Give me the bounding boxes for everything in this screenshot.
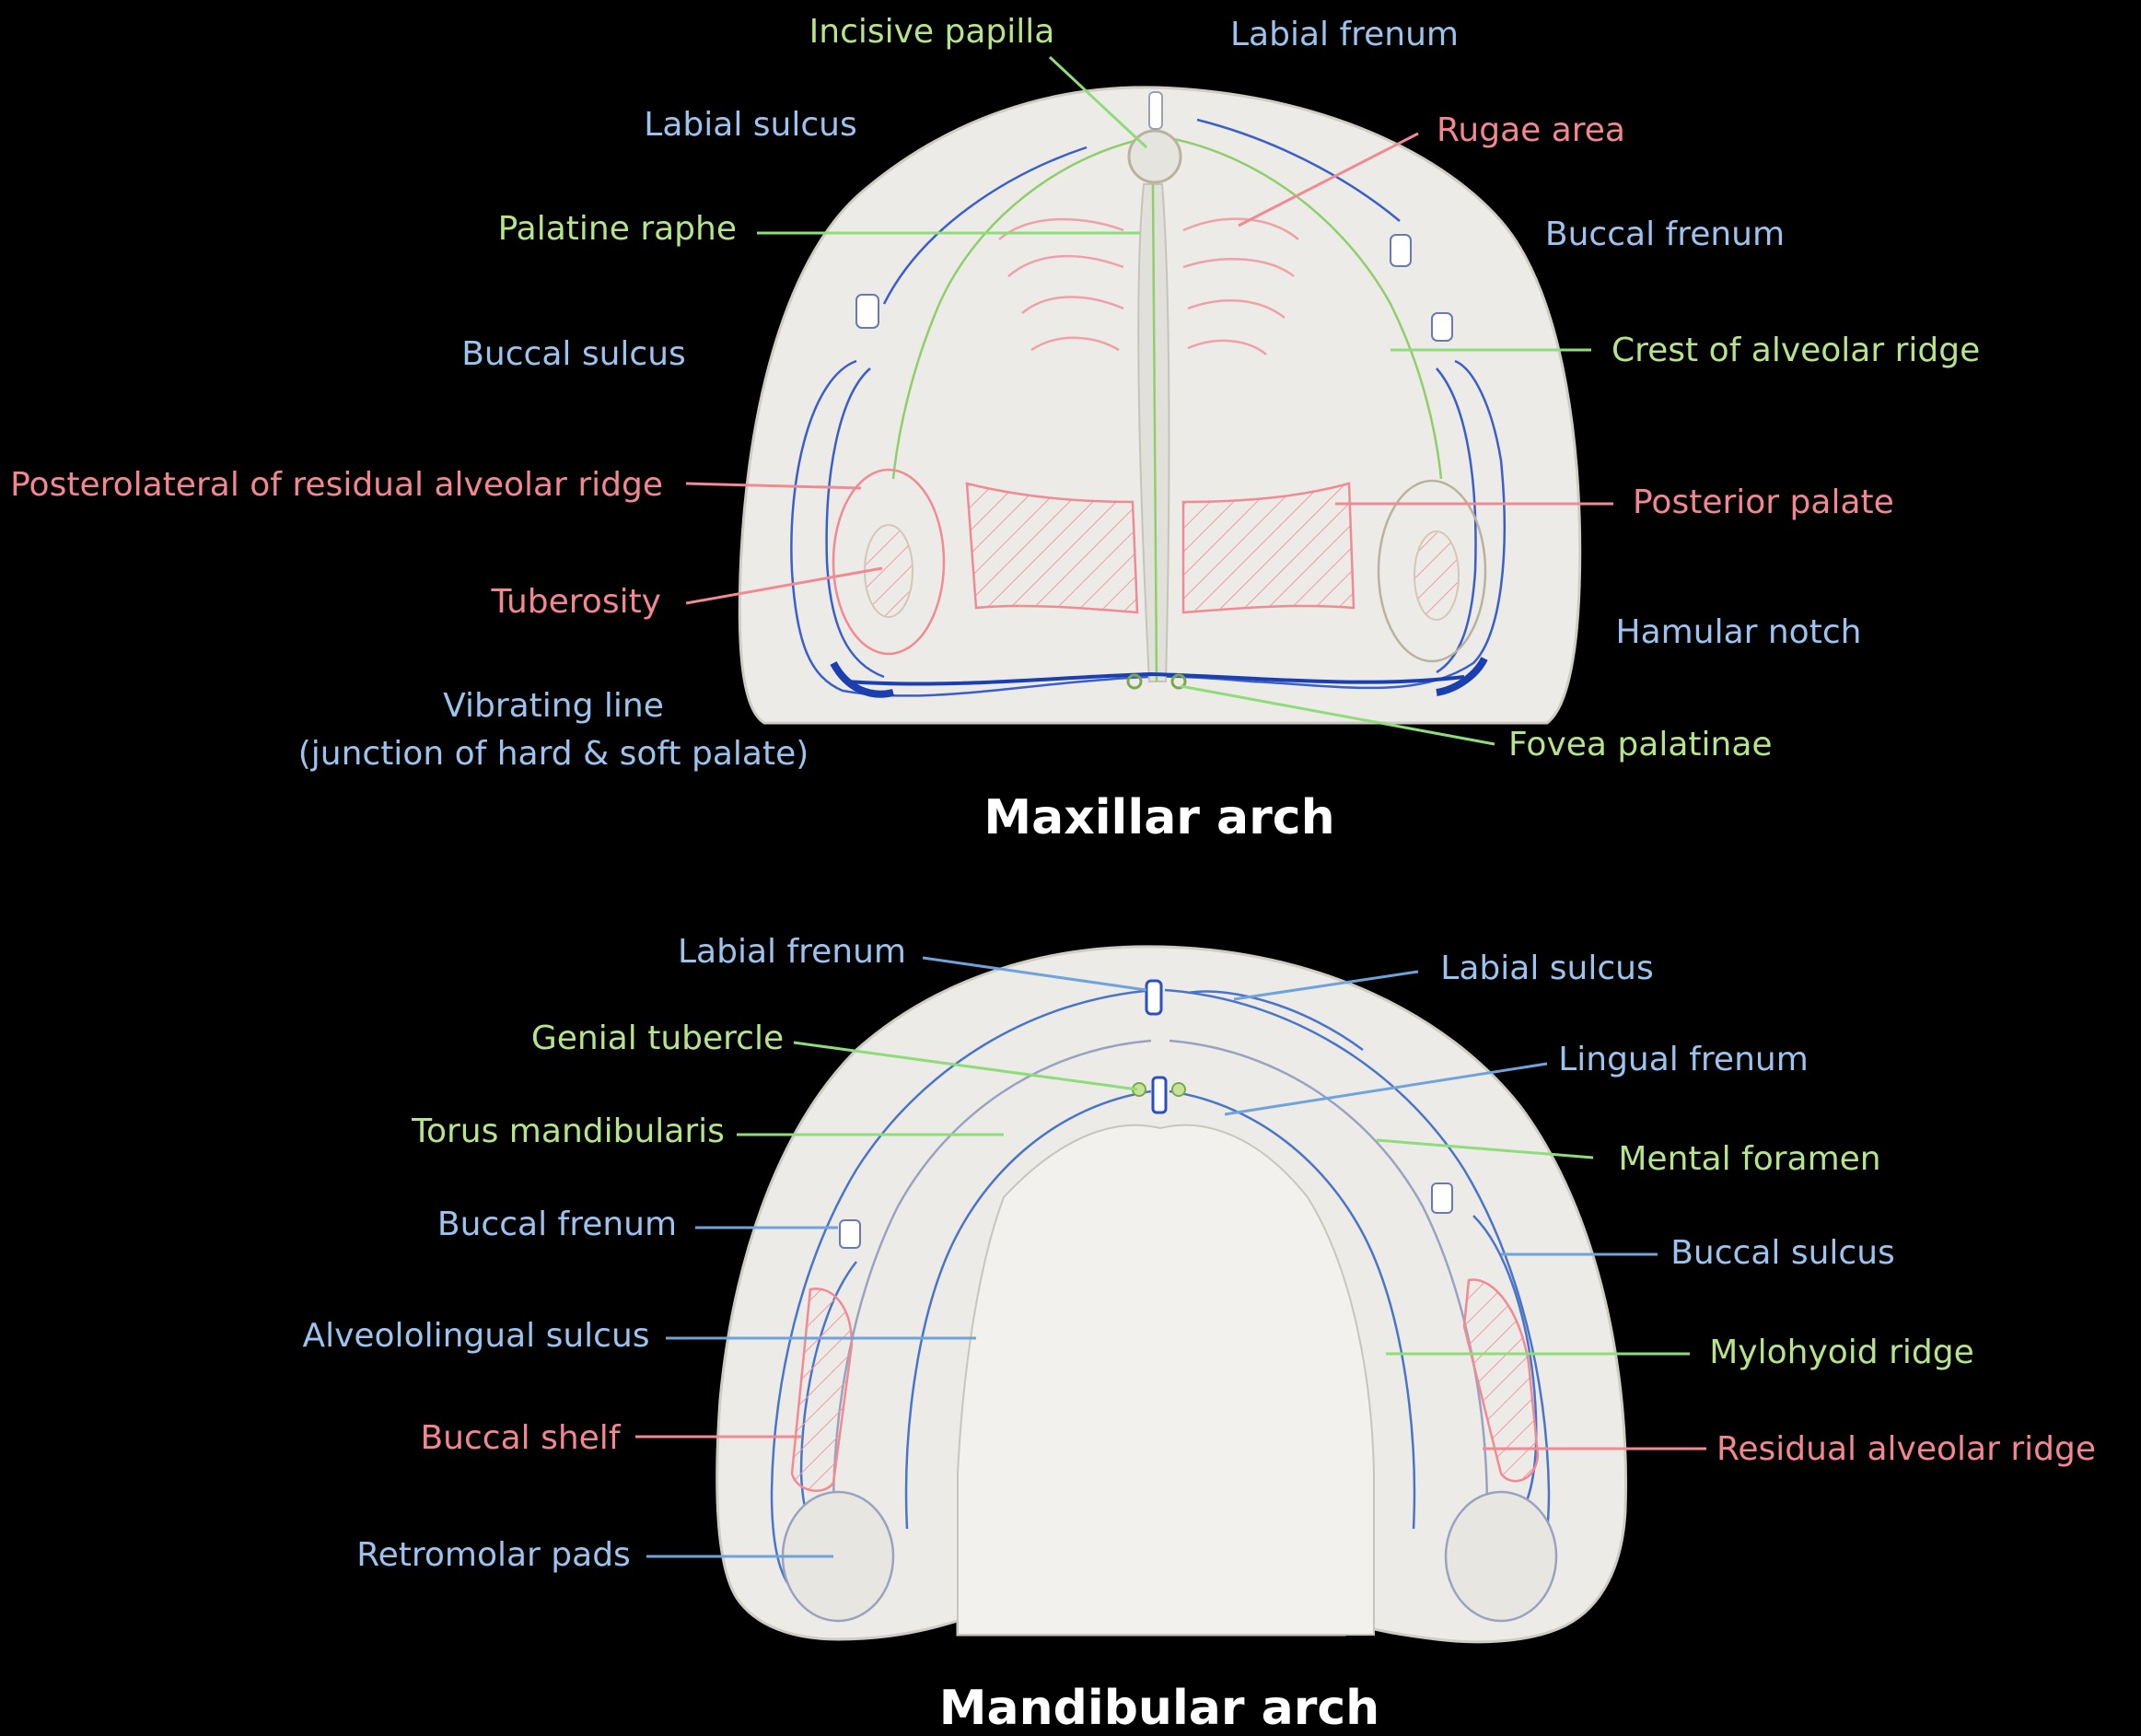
label-palatine-raphe: Palatine raphe xyxy=(498,210,737,248)
maxillar-cast xyxy=(739,87,1579,723)
label-hamular-notch: Hamular notch xyxy=(1616,613,1862,651)
label-alveololingual-sulcus: Alveololingual sulcus xyxy=(302,1317,649,1355)
label-torus-mandibularis: Torus mandibularis xyxy=(411,1113,725,1150)
label-buccal-frenum: Buccal frenum xyxy=(1545,216,1785,253)
mandibular-arch-title: Mandibular arch xyxy=(939,1681,1379,1736)
label-posterolateral-ridge: Posterolateral of residual alveolar ridg… xyxy=(10,466,663,504)
label-labial-frenum: Labial frenum xyxy=(678,933,906,971)
label-retromolar-pads: Retromolar pads xyxy=(356,1536,631,1574)
label-labial-frenum: Labial frenum xyxy=(1230,16,1459,53)
label-buccal-sulcus: Buccal sulcus xyxy=(1670,1234,1895,1272)
label-buccal-frenum: Buccal frenum xyxy=(437,1206,677,1243)
label-vibrating-line-sub: (junction of hard & soft palate) xyxy=(298,735,809,773)
label-incisive-papilla: Incisive papilla xyxy=(809,13,1055,51)
label-fovea-palatinae: Fovea palatinae xyxy=(1508,726,1773,763)
label-residual-alveolar-ridge: Residual alveolar ridge xyxy=(1716,1430,2096,1468)
label-mental-foramen: Mental foramen xyxy=(1618,1140,1880,1178)
label-crest-alveolar-ridge: Crest of alveolar ridge xyxy=(1612,332,1980,369)
label-genial-tubercle: Genial tubercle xyxy=(531,1019,784,1057)
label-labial-sulcus: Labial sulcus xyxy=(644,106,856,144)
label-buccal-shelf: Buccal shelf xyxy=(420,1419,621,1457)
label-vibrating-line: Vibrating line xyxy=(443,687,664,725)
label-lingual-frenum: Lingual frenum xyxy=(1558,1041,1809,1078)
label-rugae-area: Rugae area xyxy=(1437,111,1625,149)
label-labial-sulcus: Labial sulcus xyxy=(1440,950,1653,987)
label-tuberosity: Tuberosity xyxy=(490,583,661,621)
label-posterior-palate: Posterior palate xyxy=(1633,484,1894,521)
maxillar-arch-title: Maxillar arch xyxy=(983,790,1334,845)
label-buccal-sulcus: Buccal sulcus xyxy=(461,335,686,373)
label-mylohyoid-ridge: Mylohyoid ridge xyxy=(1709,1334,1974,1371)
